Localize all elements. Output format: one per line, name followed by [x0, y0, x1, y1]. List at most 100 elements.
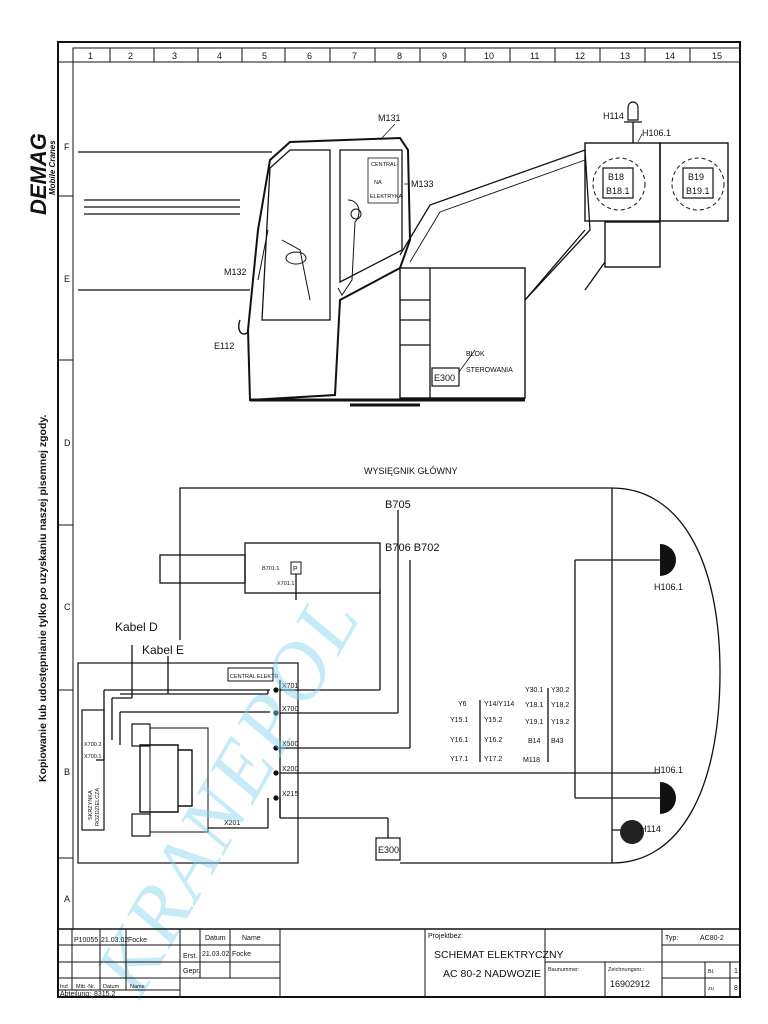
col-label: 11 — [530, 51, 539, 61]
label-skrzynka: ROZDZIELCZA — [95, 787, 101, 826]
sensor-left-b: Y17.2 — [484, 756, 502, 763]
erst-date: 21.03.02 — [202, 951, 229, 958]
label-h114: H114 — [603, 111, 624, 121]
label-m131: M131 — [378, 113, 401, 123]
label-p: P — [293, 566, 298, 573]
schematic-lamps — [620, 544, 676, 844]
erst-name: Focke — [232, 951, 251, 958]
datum2-label: Datum — [103, 984, 120, 990]
ind-label: Ind — [60, 984, 68, 990]
label-m132: M132 — [224, 267, 247, 277]
label-b706-b702: B706 B702 — [385, 542, 439, 554]
zbl-value: 8 — [734, 985, 738, 992]
label-x700-2: X700.2 — [84, 742, 101, 748]
col-label: 3 — [172, 51, 177, 61]
col-label: 2 — [128, 51, 133, 61]
sensor-right-b: Y30.2 — [551, 687, 569, 694]
label-blok: STEROWANIA — [466, 367, 513, 374]
brand-strip: DEMAG Mobile Cranes Kopiowanie lub udost… — [26, 133, 57, 782]
rev-id: P10055 — [74, 937, 98, 944]
schematic-labels: WYSIĘGNIK GŁÓWNY B705 B706 B702 B701.1 X… — [84, 466, 683, 855]
label-b701-1: B701.1 — [262, 566, 279, 572]
label-blok: BLOK — [466, 351, 485, 358]
sensor-left-a: Y15.1 — [450, 717, 468, 724]
col-label: 9 — [442, 51, 447, 61]
col-label: 6 — [307, 51, 312, 61]
label-central: ELEKTRYKA — [370, 194, 403, 200]
connector-x200: X200 — [282, 766, 298, 773]
label-kabel-d: Kabel D — [115, 620, 158, 634]
sensor-right-a: M118 — [523, 757, 540, 764]
label-b18: B18 — [608, 172, 624, 182]
bl-label: Bl. — [708, 969, 715, 975]
col-label: 4 — [217, 51, 222, 61]
col-label: 12 — [575, 51, 585, 61]
lamp-h106-1-bottom-icon — [660, 782, 676, 814]
boom-title: WYSIĘGNIK GŁÓWNY — [364, 466, 458, 476]
sensor-right-a: Y30.1 — [525, 687, 543, 694]
col-label: 13 — [620, 51, 630, 61]
connector-x500: X500 — [282, 741, 298, 748]
erst-label: Erst. — [183, 953, 197, 960]
label-b19-1: B19.1 — [686, 186, 710, 196]
lamp-h106-1-top-icon — [660, 544, 676, 576]
col-label: 7 — [352, 51, 357, 61]
label-x201: X201 — [224, 820, 240, 827]
label-central: CENTRAL- — [371, 162, 399, 168]
mitt-label: Mitt.-Nr. — [76, 984, 96, 990]
sensor-right-b: Y19.2 — [551, 719, 569, 726]
sensor-right-b: Y18.2 — [551, 702, 569, 709]
label-b18-1: B18.1 — [606, 186, 630, 196]
copyright-note: Kopiowanie lub udostępnianie tylko po uz… — [37, 415, 49, 782]
label-central: NA — [374, 180, 382, 186]
sensor-left-b: Y15.2 — [484, 717, 502, 724]
col-label: 15 — [712, 51, 722, 61]
zeichnungsnr-value: 16902912 — [610, 979, 650, 989]
name-label: Name — [242, 935, 261, 942]
row-label: A — [64, 894, 70, 904]
zeichnungsnr-label: Zeichnungsnr.: — [608, 967, 645, 973]
col-label: 5 — [262, 51, 267, 61]
demag-logo: DEMAG — [26, 133, 51, 215]
label-e300-cab: E300 — [434, 373, 455, 383]
col-label: 8 — [397, 51, 402, 61]
sensor-left-a: Y6 — [458, 701, 467, 708]
connector-x215: X215 — [282, 791, 298, 798]
label-b705: B705 — [385, 499, 411, 511]
column-header: 1 2 3 4 5 6 7 8 9 10 11 12 13 14 15 — [88, 48, 722, 62]
label-x700-1: X700.1 — [84, 754, 101, 760]
sensor-left-b: Y14/Y114 — [484, 701, 514, 708]
sensor-left-a: Y16.1 — [450, 737, 468, 744]
label-h106-1-bottom: H106.1 — [654, 765, 683, 775]
row-label: D — [64, 438, 71, 448]
sensor-right-a: Y18.1 — [525, 702, 543, 709]
row-label: F — [64, 142, 70, 152]
label-kabel-e: Kabel E — [142, 643, 184, 657]
datum-label: Datum — [205, 935, 226, 942]
row-label: C — [64, 602, 71, 612]
baunummer-label: Baunummer: — [548, 967, 580, 973]
label-central-elektr: CENTRAL ELEKTR — [230, 674, 278, 680]
row-label: E — [64, 274, 70, 284]
zbl-label: zu — [708, 986, 714, 992]
bl-value: 1 — [734, 968, 738, 975]
typ-value: AC80-2 — [700, 935, 724, 942]
drawing-subtitle: AC 80-2 NADWOZIE — [443, 968, 541, 980]
label-m133: M133 — [411, 179, 434, 189]
brand-subtitle: Mobile Cranes — [48, 140, 57, 195]
lamp-h114-icon — [620, 820, 644, 844]
label-b19: B19 — [688, 172, 704, 182]
label-h106-1: H106.1 — [642, 128, 671, 138]
crane-cab-drawing — [78, 101, 729, 407]
sensor-right-b: B43 — [551, 738, 564, 745]
label-skrzynka: SKRZYNKA — [88, 790, 94, 820]
abteilung-label: Abteilung: — [60, 991, 91, 998]
typ-label: Typ: — [665, 935, 678, 942]
label-h106-1-top: H106.1 — [654, 582, 683, 592]
connector-x701: X701 — [282, 683, 298, 690]
label-x701-1: X701.1 — [277, 581, 294, 587]
title-block — [57, 928, 741, 998]
drawing-title: SCHEMAT ELEKTRYCZNY — [434, 949, 564, 961]
abteilung-value: 8315.2 — [94, 991, 116, 998]
